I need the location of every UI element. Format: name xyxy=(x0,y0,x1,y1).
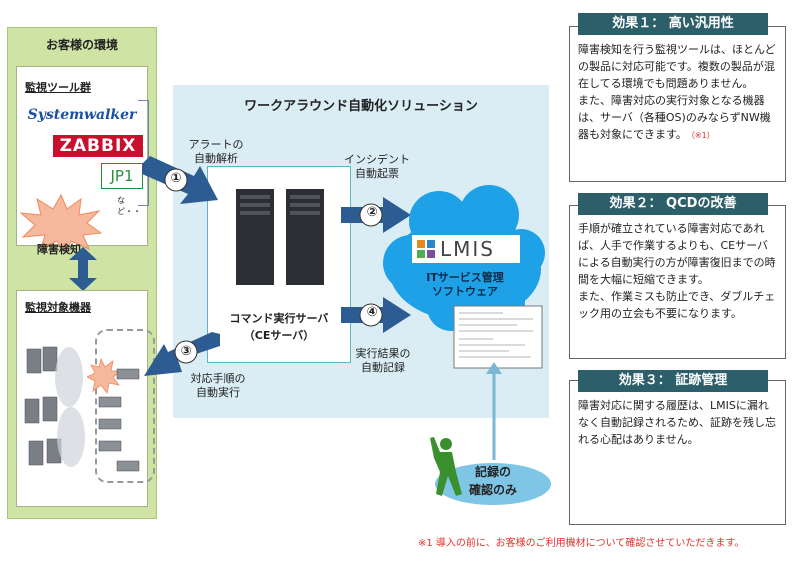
systemwalker-logo: Systemwalker xyxy=(27,107,137,123)
step4-label-line1: 実行結果の xyxy=(355,347,411,360)
fault-burst-icon xyxy=(19,193,103,253)
step1-number: ① xyxy=(170,171,182,186)
step3-arrow-icon xyxy=(144,332,220,376)
ce-server-rack-icon xyxy=(236,189,324,285)
itsm-line1: ITサービス管理 xyxy=(426,271,504,284)
step4-label: 実行結果の 自動記録 xyxy=(343,347,423,375)
monitored-devices-label: 監視対象機器 xyxy=(25,301,91,314)
step3-number: ③ xyxy=(180,344,192,359)
effect2-body2: また、作業ミスも防止でき、ダブルチェック用の立会も不要になります。 xyxy=(578,290,776,320)
record-check-line1: 記録の xyxy=(474,465,511,479)
tools-bracket xyxy=(138,100,149,206)
monitoring-tools-box: 監視ツール群 Systemwalker ZABBIX JP1 など・・ 障害検知 xyxy=(16,66,148,256)
record-check-pill xyxy=(435,463,551,505)
ce-server-name: コマンド実行サーバ xyxy=(229,312,329,325)
step2-arrow-icon xyxy=(341,197,411,233)
step3-label-line1: 対応手順の xyxy=(190,372,246,385)
customer-environment-title: お客様の環境 xyxy=(45,38,118,52)
step3-label: 対応手順の 自動実行 xyxy=(178,372,258,400)
effect1-note: （※1） xyxy=(690,131,715,140)
zabbix-logo: ZABBIX xyxy=(53,135,143,157)
effect2-box: 手順が確立されている障害対応であれば、人手で作業するよりも、CEサーバによる自動… xyxy=(569,205,786,359)
network-device-group-icon xyxy=(87,357,140,472)
solution-title: ワークアラウンド自動化ソリューション xyxy=(244,99,478,114)
person-pointing-icon xyxy=(430,437,462,496)
step4-label-line2: 自動記録 xyxy=(361,361,405,374)
lmis-logo-plate: LMIS xyxy=(412,235,520,263)
step2-label-line1: インシデント xyxy=(344,153,410,166)
effect1-title: 効果１： 高い汎用性 xyxy=(578,13,768,35)
effect3-box: 障害対応に関する履歴は、LMISに漏れなく自動記録されるため、証跡を残し忘れる心… xyxy=(569,380,786,525)
ce-server-label: コマンド実行サーバ （CEサーバ） xyxy=(208,310,350,344)
effect1-body2: また、障害対応の実行対象となる機器は、サーバ（各種OS)のみならずNW機器も対象… xyxy=(578,92,777,144)
monitored-devices-box: 監視対象機器 xyxy=(16,290,155,507)
effect1-body2-text: また、障害対応の実行対象となる機器は、サーバ（各種OS)のみならずNW機器も対象… xyxy=(578,94,771,141)
effect3-title: 効果３： 証跡管理 xyxy=(578,370,768,392)
target-devices-dashed-area xyxy=(95,329,155,483)
step1-label-line2: 自動解析 xyxy=(194,152,238,165)
tools-etc-label: など・・ xyxy=(117,196,141,216)
step4-number: ④ xyxy=(366,305,378,320)
fault-detection-label: 障害検知 xyxy=(37,243,81,256)
customer-environment-panel: お客様の環境 監視ツール群 Systemwalker ZABBIX JP1 など… xyxy=(7,27,157,519)
record-document-icon xyxy=(453,305,543,369)
effect1-box: 障害検知を行う監視ツールは、ほとんどの製品に対応可能です。複数の製品が混在してる… xyxy=(569,26,786,182)
step3-label-line2: 自動実行 xyxy=(196,386,240,399)
effect2-title: 効果２： QCDの改善 xyxy=(578,193,768,215)
itsm-line2: ソフトウェア xyxy=(432,285,498,298)
jp1-logo: JP1 xyxy=(101,163,143,189)
lmis-logo-icon xyxy=(417,240,435,258)
itsm-label: ITサービス管理 ソフトウェア xyxy=(399,271,531,299)
vertical-double-arrow-icon xyxy=(69,247,97,291)
record-check-line2: 確認のみ xyxy=(468,483,517,497)
effect1-body1: 障害検知を行う監視ツールは、ほとんどの製品に対応可能です。複数の製品が混在してる… xyxy=(578,43,776,90)
lmis-logo-text: LMIS xyxy=(440,237,495,261)
step2-label: インシデント 自動起票 xyxy=(335,153,419,181)
step4-arrow-icon xyxy=(341,297,411,333)
step1-arrow-icon xyxy=(142,156,218,204)
server-group-icon xyxy=(24,346,85,467)
ce-server-abbr: （CEサーバ） xyxy=(243,329,315,342)
solution-panel: ワークアラウンド自動化ソリューション コマンド実行サーバ （CEサーバ） ② ④… xyxy=(173,85,549,418)
effect3-body1: 障害対応に関する履歴は、LMISに漏れなく自動記録されるため、証跡を残し忘れる心… xyxy=(578,399,776,446)
effect2-body1: 手順が確立されている障害対応であれば、人手で作業するよりも、CEサーバによる自動… xyxy=(578,222,776,286)
ce-server-box: コマンド実行サーバ （CEサーバ） xyxy=(207,166,351,363)
step2-label-line2: 自動起票 xyxy=(355,167,399,180)
step1-label: アラートの 自動解析 xyxy=(177,138,255,166)
monitoring-tools-label: 監視ツール群 xyxy=(25,81,91,94)
record-check-label: 記録の 確認のみ xyxy=(458,463,528,499)
step2-number: ② xyxy=(366,205,378,220)
step1-label-line1: アラートの xyxy=(188,138,244,151)
upward-line-arrow-icon xyxy=(486,362,502,460)
footnote: ※1 導入の前に、お客様のご利用機材について確認させていただきます。 xyxy=(418,538,745,549)
